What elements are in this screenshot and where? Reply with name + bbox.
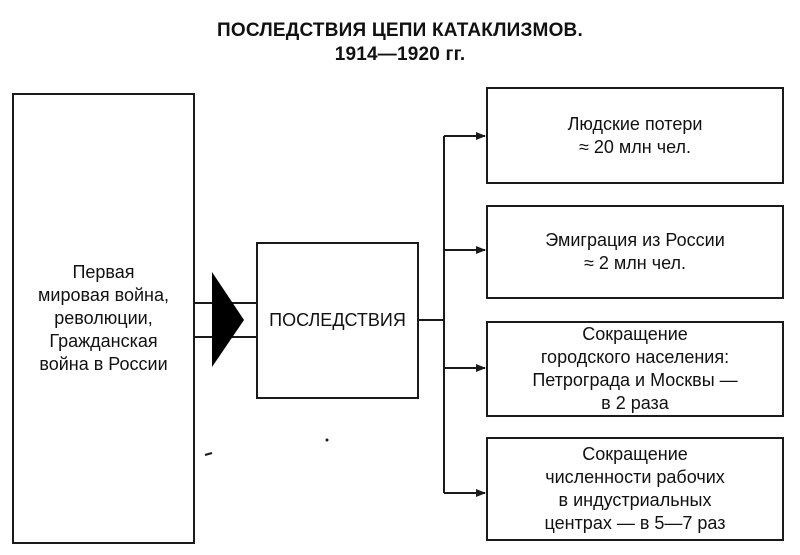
emigration-box: Эмиграция из России ≈ 2 млн чел. xyxy=(486,205,784,299)
box-line: Петрограда и Москвы — xyxy=(532,370,738,390)
diagram-subtitle-years: 1914—1920 гг. xyxy=(334,44,466,65)
cause-line: революции, xyxy=(54,308,153,328)
scan-speck xyxy=(204,452,213,456)
consequences-box: ПОСЛЕДСТВИЯ xyxy=(256,242,419,399)
human-losses-box: Людские потери ≈ 20 млн чел. xyxy=(486,87,784,184)
box-line: центрах — в 5—7 раз xyxy=(544,513,726,533)
box-line: численности рабочих xyxy=(545,467,725,487)
cause-line: война в России xyxy=(39,354,168,374)
cause-line: мировая война, xyxy=(38,285,169,305)
box-line: в 2 раза xyxy=(601,393,669,413)
scan-speck xyxy=(325,438,329,442)
box-line: Сокращение xyxy=(582,444,688,464)
urban-population-decline-box: Сокращение городского населения: Петрогр… xyxy=(486,321,784,417)
workers-decline-box: Сокращение численности рабочих в индустр… xyxy=(486,437,784,541)
box-line: Эмиграция из России xyxy=(545,230,725,250)
box-line: Сокращение xyxy=(582,324,688,344)
consequences-label: ПОСЛЕДСТВИЯ xyxy=(269,310,406,330)
big-arrow-icon xyxy=(212,272,244,367)
cause-line: Первая xyxy=(72,262,135,282)
diagram-title: ПОСЛЕДСТВИЯ ЦЕПИ КАТАКЛИЗМОВ. xyxy=(217,20,583,41)
box-line: ≈ 2 млн чел. xyxy=(583,253,686,273)
box-line: Людские потери xyxy=(567,113,703,134)
cause-box: Первая мировая война, революции, Граждан… xyxy=(12,93,195,544)
box-line: в индустриальных xyxy=(558,490,712,510)
box-line: городского населения: xyxy=(540,347,730,367)
cause-line: Гражданская xyxy=(49,331,158,351)
box-line: ≈ 20 млн чел. xyxy=(578,136,692,157)
